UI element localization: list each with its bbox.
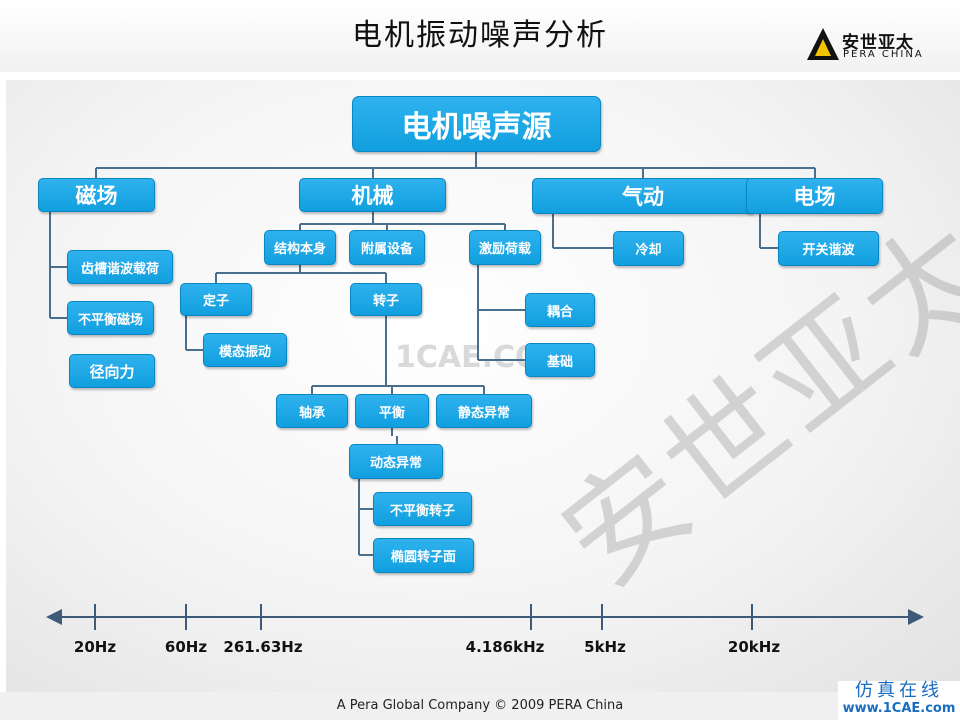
node-stator: 定子 [180,283,252,316]
pera-triangle-icon [807,28,839,60]
freq-label-261hz: 261.63Hz [223,638,303,656]
node-foundation: 基础 [525,343,595,377]
freq-label-20hz: 20Hz [73,638,117,656]
node-radial-force: 径向力 [69,354,155,388]
footer-band [0,692,960,720]
node-electric-field: 电场 [746,178,883,214]
node-unbalanced-magnetic-field: 不平衡磁场 [67,301,154,335]
site-watermark-url: www.1CAE.com [842,701,956,716]
site-watermark: 仿真在线 www.1CAE.com [838,681,960,720]
node-coupling: 耦合 [525,293,595,327]
node-rotor: 转子 [350,283,422,316]
slide-footer: A Pera Global Company © 2009 PERA China [336,698,624,713]
node-dynamic-abnormality: 动态异常 [349,444,443,479]
pera-china-logo: 安世亚太 PERA CHINA [806,26,936,64]
logo-cn-text: 安世亚太 [842,33,914,53]
freq-label-5khz: 5kHz [584,638,626,656]
slide-header [0,0,960,72]
axis-left-arrow-icon [46,609,62,625]
node-noise-source: 电机噪声源 [352,96,601,152]
site-watermark-cn: 仿真在线 [855,680,943,701]
axis-right-arrow-icon [908,609,924,625]
node-aerodynamic: 气动 [532,178,754,214]
freq-label-20khz: 20kHz [727,638,781,656]
freq-label-60hz: 60Hz [164,638,208,656]
node-elliptical-rotor-surface: 椭圆转子面 [373,538,474,573]
node-mechanical: 机械 [299,178,446,212]
node-static-abnormality: 静态异常 [436,394,532,428]
node-accessory-equipment: 附属设备 [349,230,425,265]
freq-label-4186hz: 4.186kHz [465,638,545,656]
node-modal-vibration: 模态振动 [203,333,287,367]
node-cooling: 冷却 [613,231,684,266]
logo-en-text: PERA CHINA [843,49,924,60]
node-balance: 平衡 [355,394,429,428]
node-excitation-load: 激励荷载 [469,230,541,265]
node-bearing: 轴承 [276,394,348,428]
node-switching-harmonic: 开关谐波 [778,231,879,266]
slide-title: 电机振动噪声分析 [352,18,608,53]
node-structure-itself: 结构本身 [264,230,336,265]
node-slot-harmonic-load: 齿槽谐波载荷 [67,250,173,284]
node-magnetic-field: 磁场 [38,178,155,212]
node-unbalanced-rotor: 不平衡转子 [373,492,472,526]
